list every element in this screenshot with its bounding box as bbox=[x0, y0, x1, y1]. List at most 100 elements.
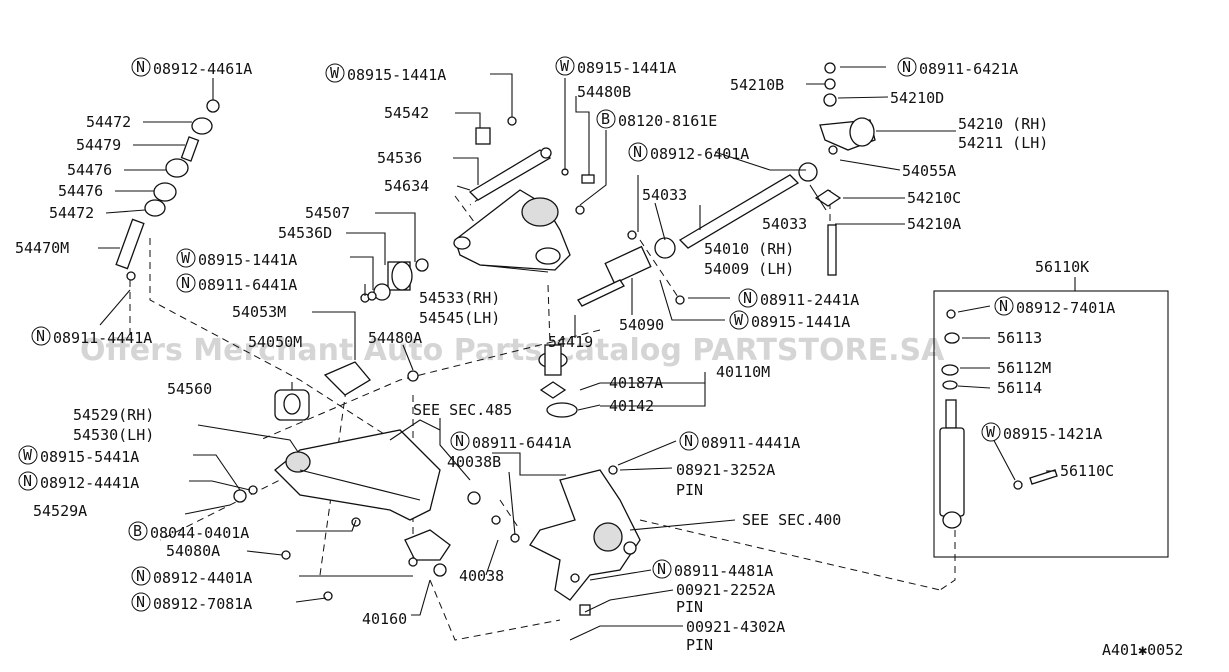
label-54033-2[interactable]: 54033 bbox=[762, 215, 807, 233]
label-54507[interactable]: 54507 bbox=[305, 204, 350, 222]
label-54536d[interactable]: 54536D bbox=[278, 224, 332, 242]
label-00921-2252a[interactable]: 00921-2252A bbox=[676, 581, 775, 599]
label-54080a[interactable]: 54080A bbox=[166, 542, 220, 560]
label-54055a[interactable]: 54055A bbox=[902, 162, 956, 180]
label-54210d[interactable]: 54210D bbox=[890, 89, 944, 107]
svg-text:W: W bbox=[734, 311, 744, 329]
svg-text:08911-4441A: 08911-4441A bbox=[53, 329, 152, 347]
label-pin-2[interactable]: PIN bbox=[676, 598, 703, 616]
left-bushing-stack bbox=[115, 99, 220, 281]
svg-text:N: N bbox=[684, 432, 693, 450]
label-54210c[interactable]: 54210C bbox=[907, 189, 961, 207]
label-08912-4441a[interactable]: N 08912-4441A bbox=[18, 471, 139, 492]
bumper-and-bushings bbox=[360, 258, 429, 303]
svg-text:08912-4401A: 08912-4401A bbox=[153, 569, 252, 587]
watermark: Offers Merchant Auto Parts Catalog PARTS… bbox=[80, 333, 945, 368]
tension-rod bbox=[577, 162, 818, 307]
upper-link-assembly bbox=[814, 62, 876, 276]
label-00921-4302a[interactable]: 00921-4302A bbox=[686, 618, 785, 636]
svg-text:08911-2441A: 08911-2441A bbox=[760, 291, 859, 309]
label-54476-2[interactable]: 54476 bbox=[58, 182, 103, 200]
label-pin-1[interactable]: PIN bbox=[676, 481, 703, 499]
label-56110c[interactable]: 56110C bbox=[1060, 462, 1114, 480]
svg-text:N: N bbox=[902, 58, 911, 76]
inset-title: 56110K bbox=[1035, 258, 1089, 276]
svg-text:W: W bbox=[560, 57, 570, 75]
svg-text:N: N bbox=[136, 58, 145, 76]
label-56113[interactable]: 56113 bbox=[997, 329, 1042, 347]
label-08921-3252a[interactable]: 08921-3252A bbox=[676, 461, 775, 479]
svg-text:08915-1421A: 08915-1421A bbox=[1003, 425, 1102, 443]
svg-text:N: N bbox=[136, 567, 145, 585]
label-54480a[interactable]: 54480A bbox=[368, 329, 422, 347]
label-40038[interactable]: 40038 bbox=[459, 567, 504, 585]
label-see-sec-400[interactable]: SEE SEC.400 bbox=[742, 511, 841, 529]
label-54210-rh[interactable]: 54210 (RH) bbox=[958, 115, 1048, 133]
label-40142[interactable]: 40142 bbox=[609, 397, 654, 415]
svg-text:N: N bbox=[455, 432, 464, 450]
label-54476-1[interactable]: 54476 bbox=[67, 161, 112, 179]
label-54211-lh[interactable]: 54211 (LH) bbox=[958, 134, 1048, 152]
svg-text:W: W bbox=[23, 446, 33, 464]
label-54480b[interactable]: 54480B bbox=[577, 83, 631, 101]
label-54210b[interactable]: 54210B bbox=[730, 76, 784, 94]
label-54010-rh[interactable]: 54010 (RH) bbox=[704, 240, 794, 258]
diagram-code: A401✱0052 bbox=[1102, 641, 1183, 659]
label-54009-lh[interactable]: 54009 (LH) bbox=[704, 260, 794, 278]
label-40038b[interactable]: 40038B bbox=[447, 453, 501, 471]
label-40187a[interactable]: 40187A bbox=[609, 374, 663, 392]
label-54529-rh[interactable]: 54529(RH) bbox=[73, 406, 154, 424]
label-56112m[interactable]: 56112M bbox=[997, 359, 1051, 377]
shock-absorber bbox=[939, 309, 1058, 529]
label-08912-4401a[interactable]: N 08912-4401A bbox=[131, 566, 252, 587]
label-40110m[interactable]: 40110M bbox=[716, 363, 770, 381]
label-54533-rh[interactable]: 54533(RH) bbox=[419, 289, 500, 307]
label-54530-lh[interactable]: 54530(LH) bbox=[73, 426, 154, 444]
label-54479[interactable]: 54479 bbox=[76, 136, 121, 154]
label-40160[interactable]: 40160 bbox=[362, 610, 407, 628]
svg-text:08912-7081A: 08912-7081A bbox=[153, 595, 252, 613]
label-54536[interactable]: 54536 bbox=[377, 149, 422, 167]
label-pin-3[interactable]: PIN bbox=[686, 636, 713, 654]
label-54560[interactable]: 54560 bbox=[167, 380, 212, 398]
label-54529a[interactable]: 54529A bbox=[33, 502, 87, 520]
label-see-sec-485[interactable]: SEE SEC.485 bbox=[413, 401, 512, 419]
svg-text:N: N bbox=[23, 472, 32, 490]
label-54419[interactable]: 54419 bbox=[548, 333, 593, 351]
svg-text:08912-7401A: 08912-7401A bbox=[1016, 299, 1115, 317]
label-54472-1[interactable]: 54472 bbox=[86, 113, 131, 131]
label-56114[interactable]: 56114 bbox=[997, 379, 1042, 397]
label-54090[interactable]: 54090 bbox=[619, 316, 664, 334]
label-54542[interactable]: 54542 bbox=[384, 104, 429, 122]
svg-text:08912-4441A: 08912-4441A bbox=[40, 474, 139, 492]
label-54033-1[interactable]: 54033 bbox=[642, 186, 687, 204]
label-54472-2[interactable]: 54472 bbox=[49, 204, 94, 222]
label-54634[interactable]: 54634 bbox=[384, 177, 429, 195]
svg-text:N: N bbox=[657, 560, 666, 578]
label-54545-lh[interactable]: 54545(LH) bbox=[419, 309, 500, 327]
label-54210a[interactable]: 54210A bbox=[907, 215, 961, 233]
label-54050m[interactable]: 54050M bbox=[248, 333, 302, 351]
label-54053m[interactable]: 54053M bbox=[232, 303, 286, 321]
label-54470m[interactable]: 54470M bbox=[15, 239, 69, 257]
